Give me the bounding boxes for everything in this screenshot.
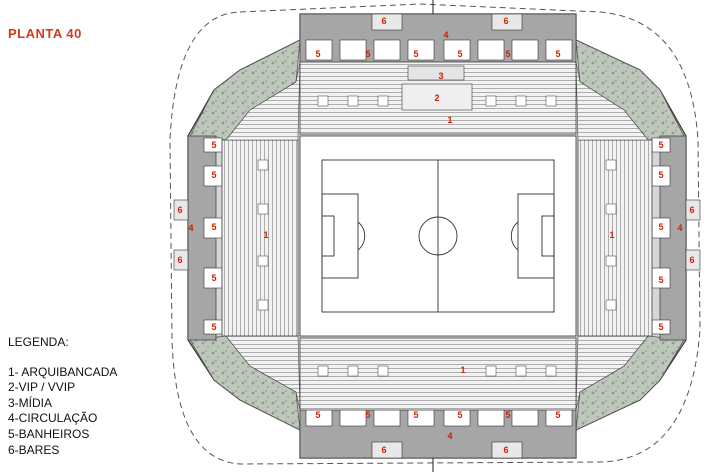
label-banheiro: 5	[413, 410, 418, 420]
label-banheiro: 5	[365, 410, 370, 420]
label-banheiro: 5	[555, 49, 560, 59]
label-bar: 6	[503, 445, 508, 455]
label-bar: 6	[177, 205, 182, 215]
vomitories	[257, 95, 617, 377]
label-bar: 6	[177, 255, 182, 265]
label-banheiro: 5	[505, 410, 510, 420]
label-banheiro: 5	[457, 410, 462, 420]
label-banheiro: 5	[211, 273, 216, 283]
label-banheiro: 5	[658, 140, 663, 150]
area-labels: 1 1 1 1 2 3 4 4 4 4 5 5 5 5 5 5 5 5 5 5 …	[177, 16, 694, 455]
label-banheiro: 5	[658, 170, 663, 180]
east-rooms	[651, 137, 701, 335]
label-banheiro: 5	[658, 275, 663, 285]
label-arquibancada-north: 1	[447, 115, 452, 125]
label-bar: 6	[689, 255, 694, 265]
legend: LEGENDA: 1- ARQUIBANCADA 2-VIP / VVIP 3-…	[8, 335, 117, 458]
legend-item-bares: 6-BARES	[8, 442, 60, 457]
label-banheiro: 5	[315, 410, 320, 420]
stand-corner-ne	[575, 61, 649, 141]
label-bar: 6	[381, 445, 386, 455]
label-banheiro: 5	[211, 322, 216, 332]
legend-heading: LEGENDA:	[8, 335, 69, 349]
stand-corner-nw	[225, 61, 301, 141]
media-box	[407, 65, 465, 81]
label-bar: 6	[689, 205, 694, 215]
legend-item-vip: 2-VIP / VVIP	[8, 380, 76, 395]
label-arquibancada-east: 1	[609, 230, 614, 240]
label-circulacao-east: 4	[677, 223, 682, 233]
plan-title: PLANTA 40	[8, 26, 82, 41]
football-pitch	[321, 159, 555, 313]
label-arquibancada-west: 1	[263, 230, 268, 240]
stand-corner-se	[575, 335, 649, 411]
south-stand	[299, 337, 577, 411]
legend-item-midia: 3-MÍDIA	[8, 395, 53, 410]
label-banheiro: 5	[505, 49, 510, 59]
label-vip: 2	[434, 93, 439, 103]
label-circulacao-west: 4	[188, 223, 193, 233]
label-banheiro: 5	[211, 170, 216, 180]
label-banheiro: 5	[413, 49, 418, 59]
label-circulacao-south: 4	[447, 431, 452, 441]
label-banheiro: 5	[457, 49, 462, 59]
label-circulacao-north: 4	[443, 30, 448, 40]
label-banheiro: 5	[315, 49, 320, 59]
south-rooms	[305, 405, 573, 459]
vip-box	[401, 83, 473, 111]
label-bar: 6	[381, 16, 386, 26]
legend-item-banheiros: 5-BANHEIROS	[8, 426, 90, 441]
roof-outline	[169, 3, 701, 465]
legend-item-arquibancada: 1- ARQUIBANCADA	[8, 364, 118, 379]
north-rooms	[305, 13, 573, 61]
label-banheiro: 5	[211, 140, 216, 150]
label-banheiro: 5	[211, 222, 216, 232]
legend-item-circulacao: 4-CIRCULAÇÃO	[8, 411, 98, 426]
label-banheiro: 5	[658, 222, 663, 232]
label-banheiro: 5	[658, 322, 663, 332]
label-banheiro: 5	[555, 410, 560, 420]
label-midia: 3	[438, 71, 443, 81]
label-banheiro: 5	[365, 49, 370, 59]
label-bar: 6	[503, 16, 508, 26]
stand-corner-sw	[225, 335, 301, 411]
label-arquibancada-south: 1	[460, 365, 465, 375]
